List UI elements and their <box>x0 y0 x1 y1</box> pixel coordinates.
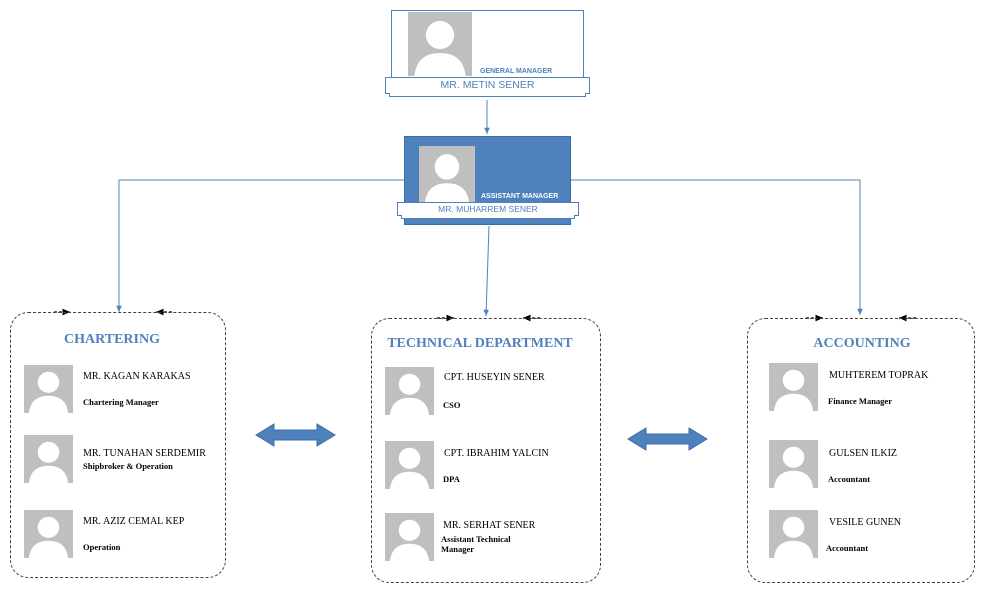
member-name: MR. TUNAHAN SERDEMIR <box>83 448 206 459</box>
person-silhouette-icon <box>24 510 73 558</box>
department-box-accounting: ACCOUNTING <box>747 318 975 583</box>
member-name: MR. KAGAN KARAKAS <box>83 371 191 382</box>
member-name: VESILE GUNEN <box>829 517 901 528</box>
member-role: Accountant <box>826 543 869 553</box>
member-name: MR. SERHAT SENER <box>443 520 536 531</box>
member-role: Assistant Technical Manager <box>441 534 511 554</box>
member-role: Chartering Manager <box>83 397 159 407</box>
person-silhouette-icon <box>769 363 818 411</box>
member-role: Accountant <box>828 474 871 484</box>
person-silhouette-icon <box>24 435 73 483</box>
double-arrow-icon <box>627 427 708 451</box>
member-name: MUHTEREM TOPRAK <box>829 370 929 381</box>
am-to-accounting-line <box>571 179 863 315</box>
member-name: MR. AZIZ CEMAL KEP <box>83 516 185 527</box>
am-to-chartering-line <box>116 179 404 312</box>
person-silhouette-icon <box>24 365 73 413</box>
person-silhouette-icon <box>419 146 475 204</box>
assistant-manager-role: ASSISTANT MANAGER <box>481 193 559 200</box>
member-role: CSO <box>443 400 461 410</box>
general-manager-role: GENERAL MANAGER <box>480 68 553 75</box>
department-title: ACCOUNTING <box>813 336 911 351</box>
member-role: Shipbroker & Operation <box>83 461 173 471</box>
person-silhouette-icon <box>385 367 434 415</box>
person-silhouette-icon <box>385 441 434 489</box>
assistant-manager-name: MR. MUHARREM SENER <box>397 202 579 219</box>
person-silhouette-icon <box>769 510 818 558</box>
general-manager-name: MR. METIN SENER <box>385 77 590 97</box>
person-silhouette-icon <box>385 513 434 561</box>
department-title: TECHNICAL DEPARTMENT <box>387 336 573 351</box>
person-silhouette-icon <box>408 12 472 76</box>
department-box-chartering: CHARTERING <box>10 312 226 578</box>
am-to-technical-line <box>483 225 490 317</box>
double-arrow-icon <box>255 423 336 447</box>
member-name: GULSEN ILKIZ <box>829 448 898 459</box>
member-role: DPA <box>443 474 460 484</box>
department-title: CHARTERING <box>64 332 160 347</box>
member-name: CPT. IBRAHIM YALCIN <box>444 448 549 459</box>
member-name: CPT. HUSEYIN SENER <box>444 372 545 383</box>
member-role: Finance Manager <box>828 396 892 406</box>
department-box-technical: TECHNICAL DEPARTMENT <box>371 318 601 583</box>
member-role: Operation <box>83 542 121 552</box>
person-silhouette-icon <box>769 440 818 488</box>
